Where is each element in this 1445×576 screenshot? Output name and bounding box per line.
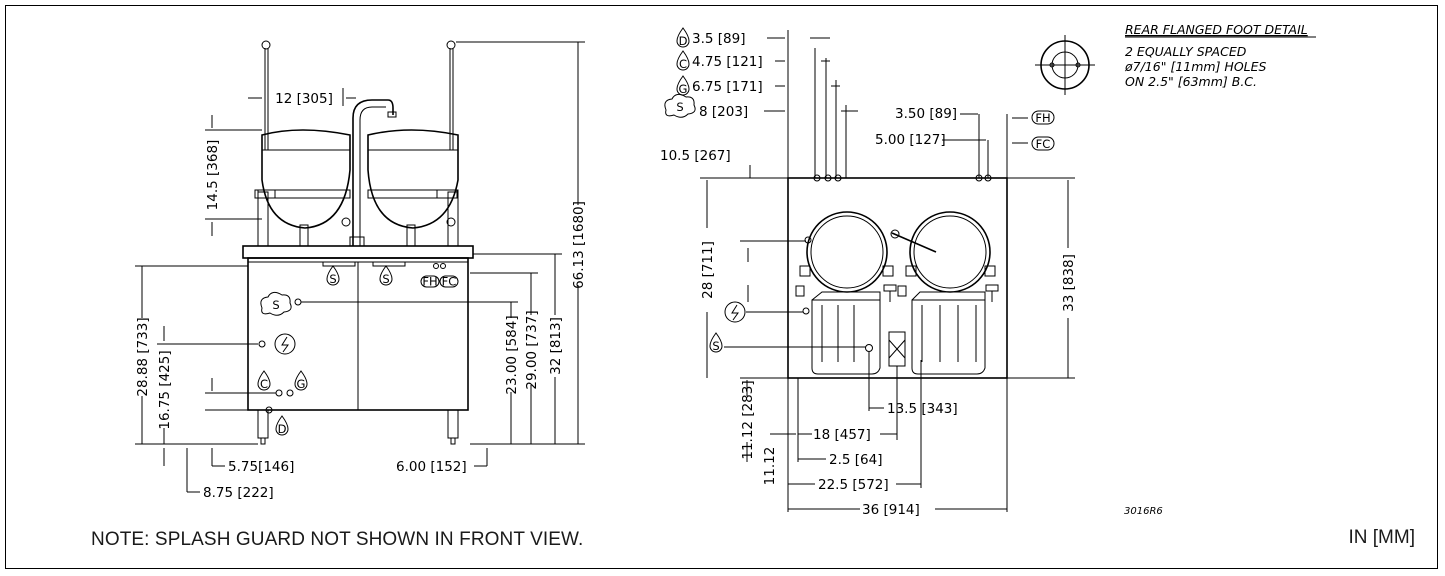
fh-symbol: FH — [1035, 111, 1050, 125]
faucet — [352, 99, 394, 246]
dim-13-5: 13.5 [343] — [887, 401, 958, 417]
steam-cloud-icon — [260, 291, 292, 316]
steam-label: S — [272, 298, 279, 312]
steam-symbol: S — [382, 272, 389, 286]
dim-28-88: 28.88 [733] — [135, 317, 151, 396]
drain-pan-right — [911, 299, 986, 375]
dim-3-50: 3.50 [89] — [895, 106, 957, 122]
dim-8-75: 8.75 [222] — [203, 485, 274, 501]
dim-29-00: 29.00 [737] — [524, 310, 540, 389]
dim-11-12: 11.12 [283] — [740, 380, 756, 459]
drawing-number: 3016R6 — [1124, 506, 1163, 517]
dim-14-5: 14.5 [368] — [205, 140, 221, 211]
dim-18: 18 [457] — [813, 427, 871, 443]
electrical-icon — [724, 301, 746, 323]
leg — [257, 409, 269, 439]
dim-12: 12 [305] — [275, 91, 333, 107]
steam-symbol: S — [329, 272, 336, 286]
splash-guard-note: NOTE: SPLASH GUARD NOT SHOWN IN FRONT VI… — [91, 529, 584, 550]
steam-label: S — [676, 100, 683, 114]
units-label: IN [MM] — [1348, 527, 1416, 548]
dim-6-00: 6.00 [152] — [396, 459, 467, 475]
kettle-left — [261, 129, 351, 229]
dim-6-75: 6.75 [171] — [692, 79, 763, 95]
front-view: S S FH FC S C G D — [135, 40, 587, 501]
dim-5-00: 5.00 [127] — [875, 132, 946, 148]
gas-symbol: G — [679, 82, 688, 96]
faucet-plan — [891, 232, 937, 253]
plan-view: D 3.5 [89] C 4.75 [121] G 6.75 [171] S 8… — [660, 27, 1163, 518]
drain-symbol: D — [679, 34, 688, 48]
dim-36: 36 [914] — [862, 502, 920, 518]
handle-knob-left — [261, 40, 271, 50]
dim-16-75: 16.75 [425] — [157, 350, 173, 429]
drain-pan-left — [811, 299, 881, 375]
steam-cloud-icon — [664, 93, 696, 118]
flange-line-2: ø7/16" [11mm] HOLES — [1124, 59, 1267, 74]
leg — [447, 409, 459, 439]
flange-detail: REAR FLANGED FOOT DETAIL 2 EQUALLY SPACE… — [1035, 22, 1316, 95]
dim-11-12-b: 11.12 — [762, 447, 778, 486]
kettle-plan-right — [909, 211, 991, 293]
fc-symbol: FC — [442, 275, 457, 289]
dim-32: 32 [813] — [548, 317, 564, 375]
cold-symbol: C — [679, 57, 687, 71]
dim-5-75: 5.75[146] — [228, 459, 294, 475]
flange-line-1: 2 EQUALLY SPACED — [1125, 44, 1247, 59]
dim-2-5: 2.5 [64] — [829, 452, 882, 468]
handle-knob-right — [446, 40, 456, 50]
dim-8: 8 [203] — [699, 104, 748, 120]
cold-symbol: C — [260, 377, 268, 391]
dim-28: 28 [711] — [700, 241, 716, 299]
dim-66-13: 66.13 [1680] — [571, 201, 587, 289]
dim-10-5: 10.5 [267] — [660, 148, 731, 164]
dim-33: 33 [838] — [1061, 254, 1077, 312]
flange-title: REAR FLANGED FOOT DETAIL — [1125, 22, 1308, 37]
dim-23-00: 23.00 [584] — [504, 315, 520, 394]
fc-symbol: FC — [1036, 137, 1051, 151]
top-deck — [242, 245, 474, 259]
gas-symbol: G — [297, 377, 306, 391]
dim-3-5: 3.5 [89] — [692, 31, 745, 47]
dim-4-75: 4.75 [121] — [692, 54, 763, 70]
steam-symbol: S — [712, 339, 719, 353]
kettle-right — [367, 129, 459, 229]
drain-symbol: D — [278, 422, 287, 436]
fh-symbol: FH — [422, 275, 437, 289]
kettle-plan-left — [806, 211, 888, 293]
dim-22-5: 22.5 [572] — [818, 477, 889, 493]
flange-line-3: ON 2.5" [63mm] B.C. — [1125, 74, 1257, 89]
electrical-icon — [274, 333, 296, 355]
